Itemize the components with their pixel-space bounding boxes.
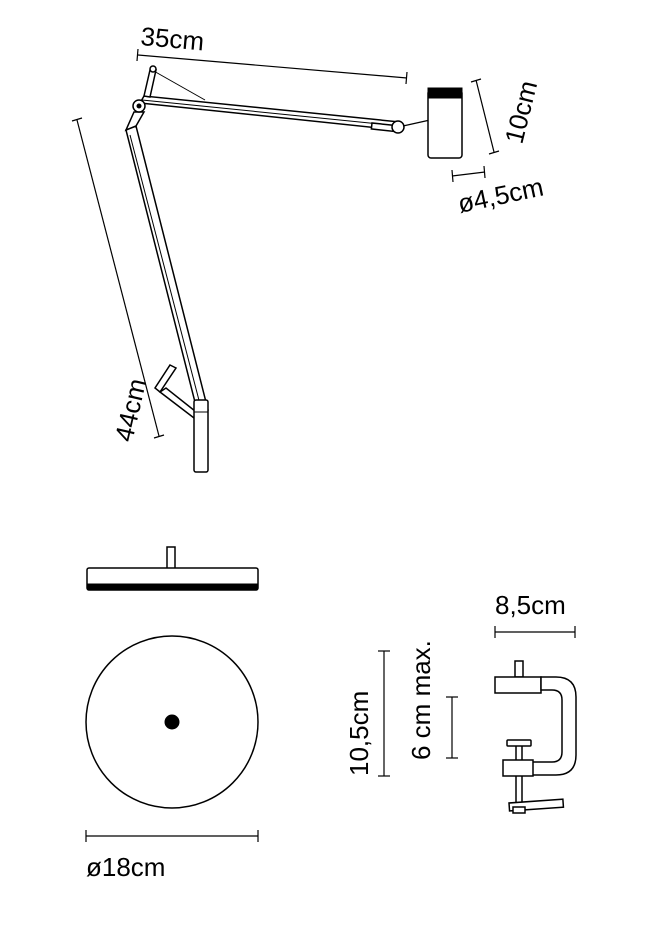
lamp-head <box>427 87 463 159</box>
clamp-opening-dimension: 6 cm max. <box>406 640 458 760</box>
arm-length-label: 35cm <box>139 21 205 56</box>
clamp-height-dimension: 10,5cm <box>344 650 390 777</box>
lamp-post <box>193 399 209 473</box>
upper-arm <box>138 65 401 133</box>
arm-height-label: 44cm <box>109 376 153 445</box>
base-diameter-dimension: ø18cm <box>85 830 259 882</box>
base-side-view <box>86 546 259 591</box>
lamp-side-view: 35cm 44cm <box>71 21 546 473</box>
base-top-view <box>85 635 259 809</box>
arm-height-dimension: 44cm <box>71 117 165 445</box>
head-diameter-dimension: ø4,5cm <box>451 165 546 219</box>
table-clamp <box>494 660 577 814</box>
clamp-width-dimension: 8,5cm <box>494 590 576 638</box>
arm-length-dimension: 35cm <box>136 21 408 85</box>
base-diameter-label: ø18cm <box>86 852 165 882</box>
clamp-width-label: 8,5cm <box>495 590 566 620</box>
clamp-opening-label: 6 cm max. <box>406 640 436 760</box>
head-joint <box>391 120 405 134</box>
clamp-height-label: 10,5cm <box>344 691 374 776</box>
head-diameter-label: ø4,5cm <box>455 172 546 219</box>
base-center-mount <box>164 714 180 730</box>
head-height-dimension: 10cm <box>470 78 543 155</box>
tension-wire <box>151 69 206 101</box>
head-height-label: 10cm <box>499 78 543 147</box>
